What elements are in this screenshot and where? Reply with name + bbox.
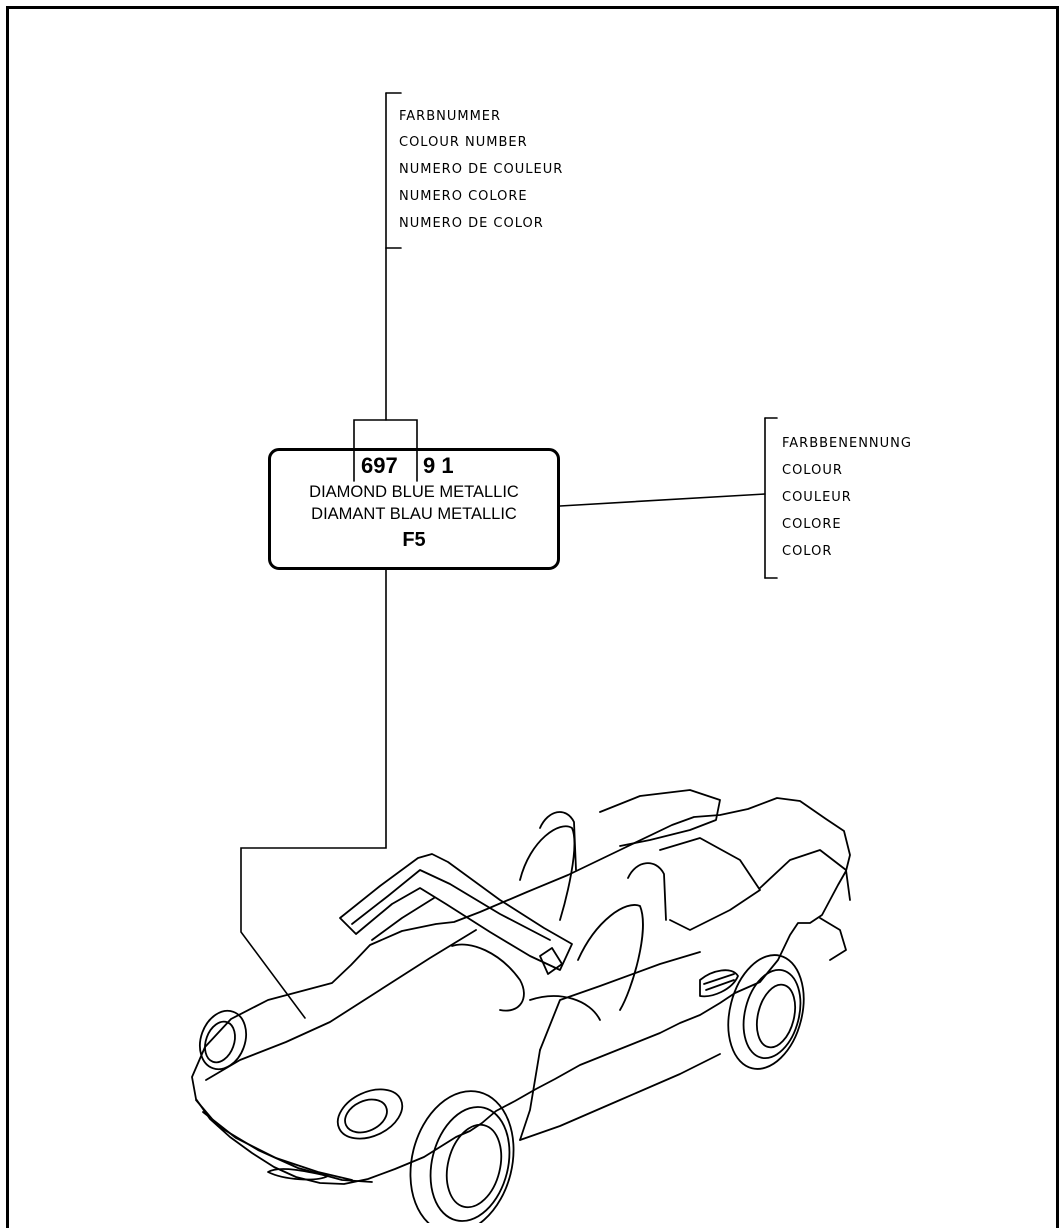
- label-farbnummer: FARBNUMMER: [399, 109, 502, 124]
- plate-code-part2: 9 1: [423, 453, 454, 478]
- label-colour-number: COLOUR NUMBER: [399, 135, 528, 150]
- label-colour: COLOUR: [782, 463, 843, 478]
- plate-name-en: DIAMOND BLUE METALLIC: [309, 483, 519, 501]
- name-leader: [559, 493, 766, 507]
- label-numero-colore: NUMERO COLORE: [399, 189, 528, 204]
- label-couleur: COULEUR: [782, 490, 852, 505]
- label-farbbenennung: FARBBENENNUNG: [782, 436, 912, 451]
- car-illustration: [191, 789, 851, 1223]
- drawing-frame: [6, 6, 1059, 1228]
- plate-location-leader: [240, 569, 387, 1019]
- label-colore: COLORE: [782, 517, 842, 532]
- plate-code-part1: 697: [361, 453, 398, 478]
- label-numero-de-color: NUMERO DE COLOR: [399, 216, 544, 231]
- label-numero-de-couleur: NUMERO DE COULEUR: [399, 162, 564, 177]
- plate-name-de: DIAMANT BLAU METALLIC: [311, 505, 517, 523]
- label-color: COLOR: [782, 544, 833, 559]
- plate-f-code: F5: [402, 529, 426, 551]
- paint-code-plate: 697 9 1 DIAMOND BLUE METALLIC DIAMANT BL…: [268, 448, 560, 570]
